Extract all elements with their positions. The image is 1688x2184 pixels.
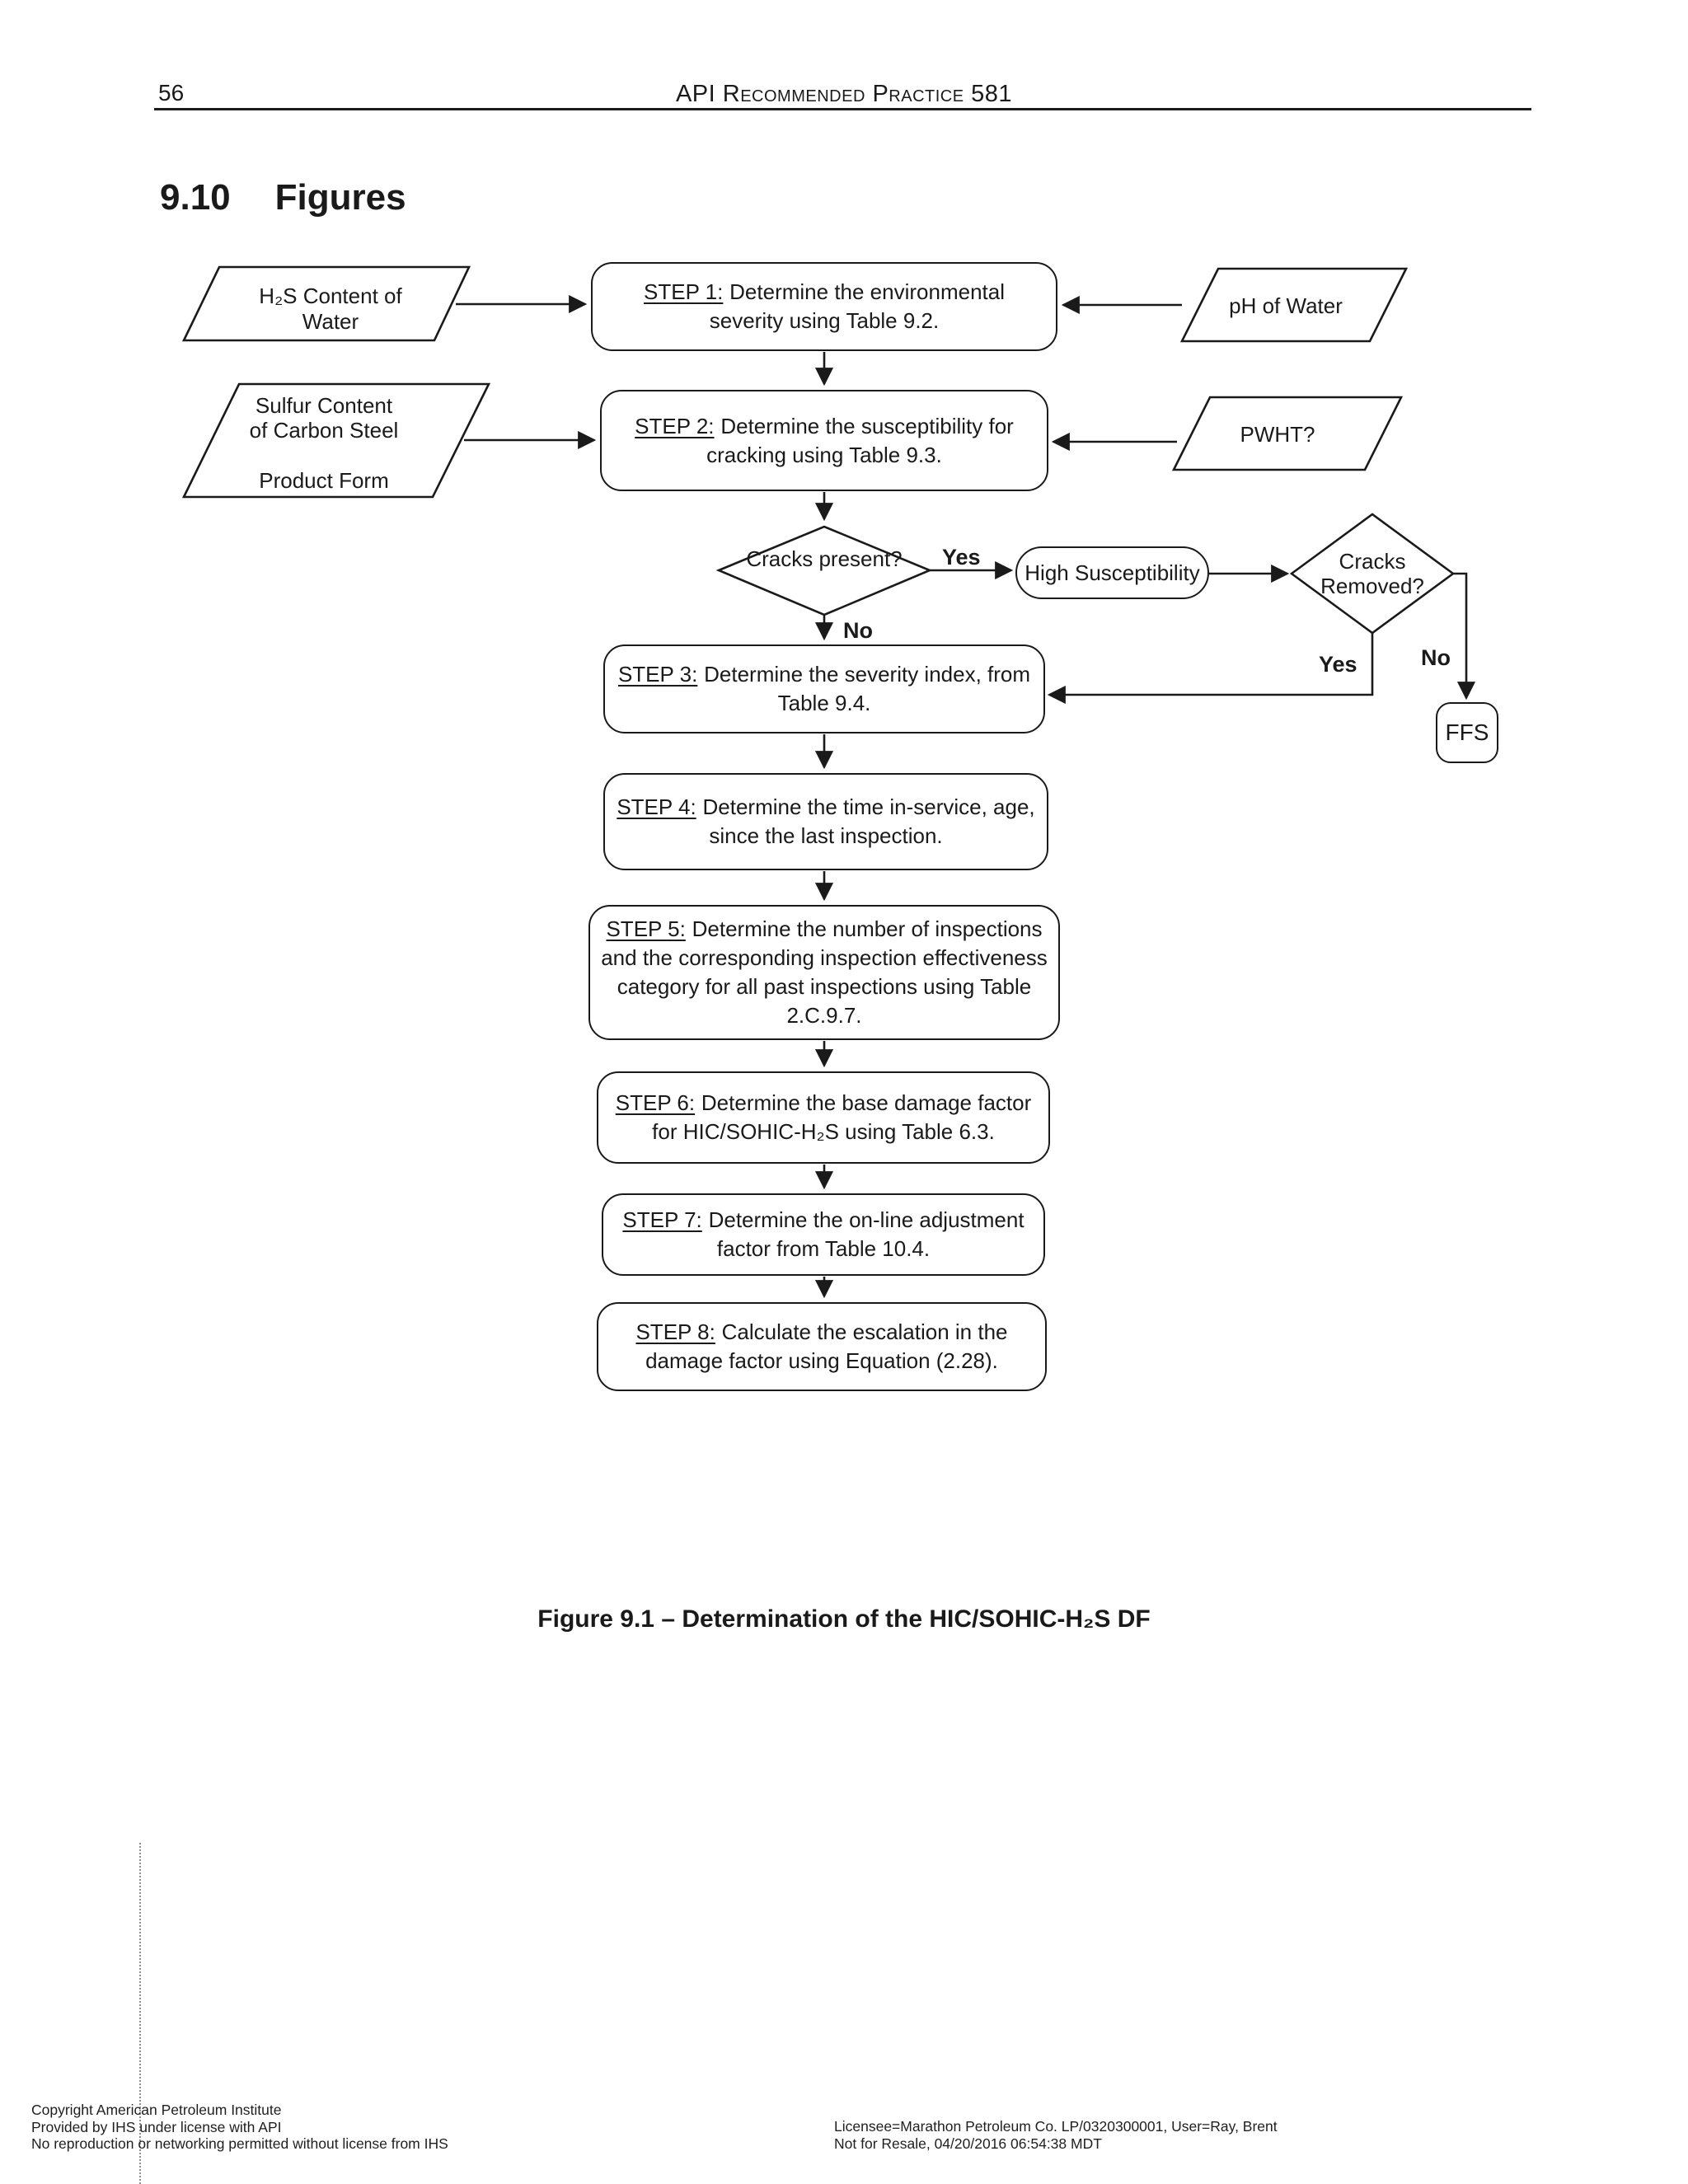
cracks-removed-diamond [1289,513,1456,635]
scan-artifact-dotted-line [139,1843,141,2184]
header-title: API Recommended Practice 581 [675,81,1013,107]
step-1-label: STEP 1: [644,279,724,304]
cracks-removed-no-label: No [1421,645,1451,670]
step-3-text: Determine the severity index, from Table… [704,662,1031,715]
sulfur-input-label: Sulfur Content of Carbon Steel Product F… [209,393,439,493]
arrow-cracks-removed-no-to-ffs [1453,572,1476,701]
pwht-parallelogram [1171,396,1404,471]
ph-parallelogram [1179,267,1409,343]
h2s-parallelogram [181,265,471,342]
step-4-text: Determine the time in-service, age, sinc… [702,794,1035,848]
pwht-input-label: PWHT? [1240,422,1315,447]
cracks-present-yes-label: Yes [942,545,981,569]
step-1-box: STEP 1:Determine the environmental sever… [591,262,1057,351]
section-number: 9.10 [160,177,231,218]
footer-license-line-2: Not for Resale, 04/20/2016 06:54:38 MDT [834,2135,1102,2152]
step-8-box: STEP 8:Calculate the escalation in the d… [597,1302,1047,1391]
ffs-node: FFS [1436,702,1498,763]
ph-input-label: pH of Water [1229,293,1343,318]
step-8-label: STEP 8: [635,1319,715,1344]
page-number: 56 [158,80,185,105]
step-6-label: STEP 6: [615,1090,696,1115]
section-heading: 9.10 Figures [160,177,406,218]
step-2-box: STEP 2:Determine the susceptibility for … [600,390,1048,491]
step-5-label: STEP 5: [606,916,686,941]
footer-copyright: Copyright American Petroleum Institute P… [31,2102,448,2153]
step-2-label: STEP 2: [635,413,715,438]
step-7-text: Determine the on-line adjustment factor … [708,1207,1025,1261]
footer-copyright-line-3: No reproduction or networking permitted … [31,2135,448,2152]
step-6-text: Determine the base damage factor for HIC… [652,1090,1032,1144]
cracks-removed-label: Cracks Removed? [1320,549,1424,598]
arrow-cracks-removed-yes-to-step3 [1047,633,1374,705]
step-7-label: STEP 7: [622,1207,702,1232]
sulfur-line-1: Sulfur Content [255,393,393,418]
step-4-label: STEP 4: [617,794,696,819]
step-7-box: STEP 7:Determine the on-line adjustment … [602,1193,1045,1276]
footer-copyright-line-2: Provided by IHS under license with API [31,2118,282,2135]
cracks-present-diamond [715,525,933,616]
high-susceptibility-node: High Susceptibility [1015,546,1209,599]
step-6-box: STEP 6:Determine the base damage factor … [597,1071,1050,1164]
cracks-present-label: Cracks present? [746,546,903,571]
step-2-text: Determine the susceptibility for crackin… [706,413,1014,467]
header-rule [154,108,1531,110]
step-8-text: Calculate the escalation in the damage f… [645,1319,1008,1373]
sulfur-parallelogram [181,382,491,499]
sulfur-line-2: of Carbon Steel [249,418,399,443]
cracks-removed-yes-label: Yes [1319,652,1357,677]
section-title: Figures [274,177,406,218]
footer-copyright-line-1: Copyright American Petroleum Institute [31,2102,282,2118]
step-1-text: Determine the environmental severity usi… [709,279,1005,333]
step-3-box: STEP 3:Determine the severity index, fro… [603,644,1045,733]
step-4-box: STEP 4:Determine the time in-service, ag… [603,773,1048,870]
sulfur-line-3: Product Form [259,468,389,493]
figure-caption: Figure 9.1 – Determination of the HIC/SO… [537,1605,1151,1633]
step-3-label: STEP 3: [617,662,698,687]
step-5-text: Determine the number of inspections and … [601,916,1048,1028]
step-5-box: STEP 5:Determine the number of inspectio… [588,905,1060,1040]
cracks-present-no-label: No [843,618,873,643]
h2s-input-label: H₂S Content of Water [259,284,402,334]
footer-license: Licensee=Marathon Petroleum Co. LP/03203… [834,2118,1278,2152]
footer-license-line-1: Licensee=Marathon Petroleum Co. LP/03203… [834,2118,1278,2135]
